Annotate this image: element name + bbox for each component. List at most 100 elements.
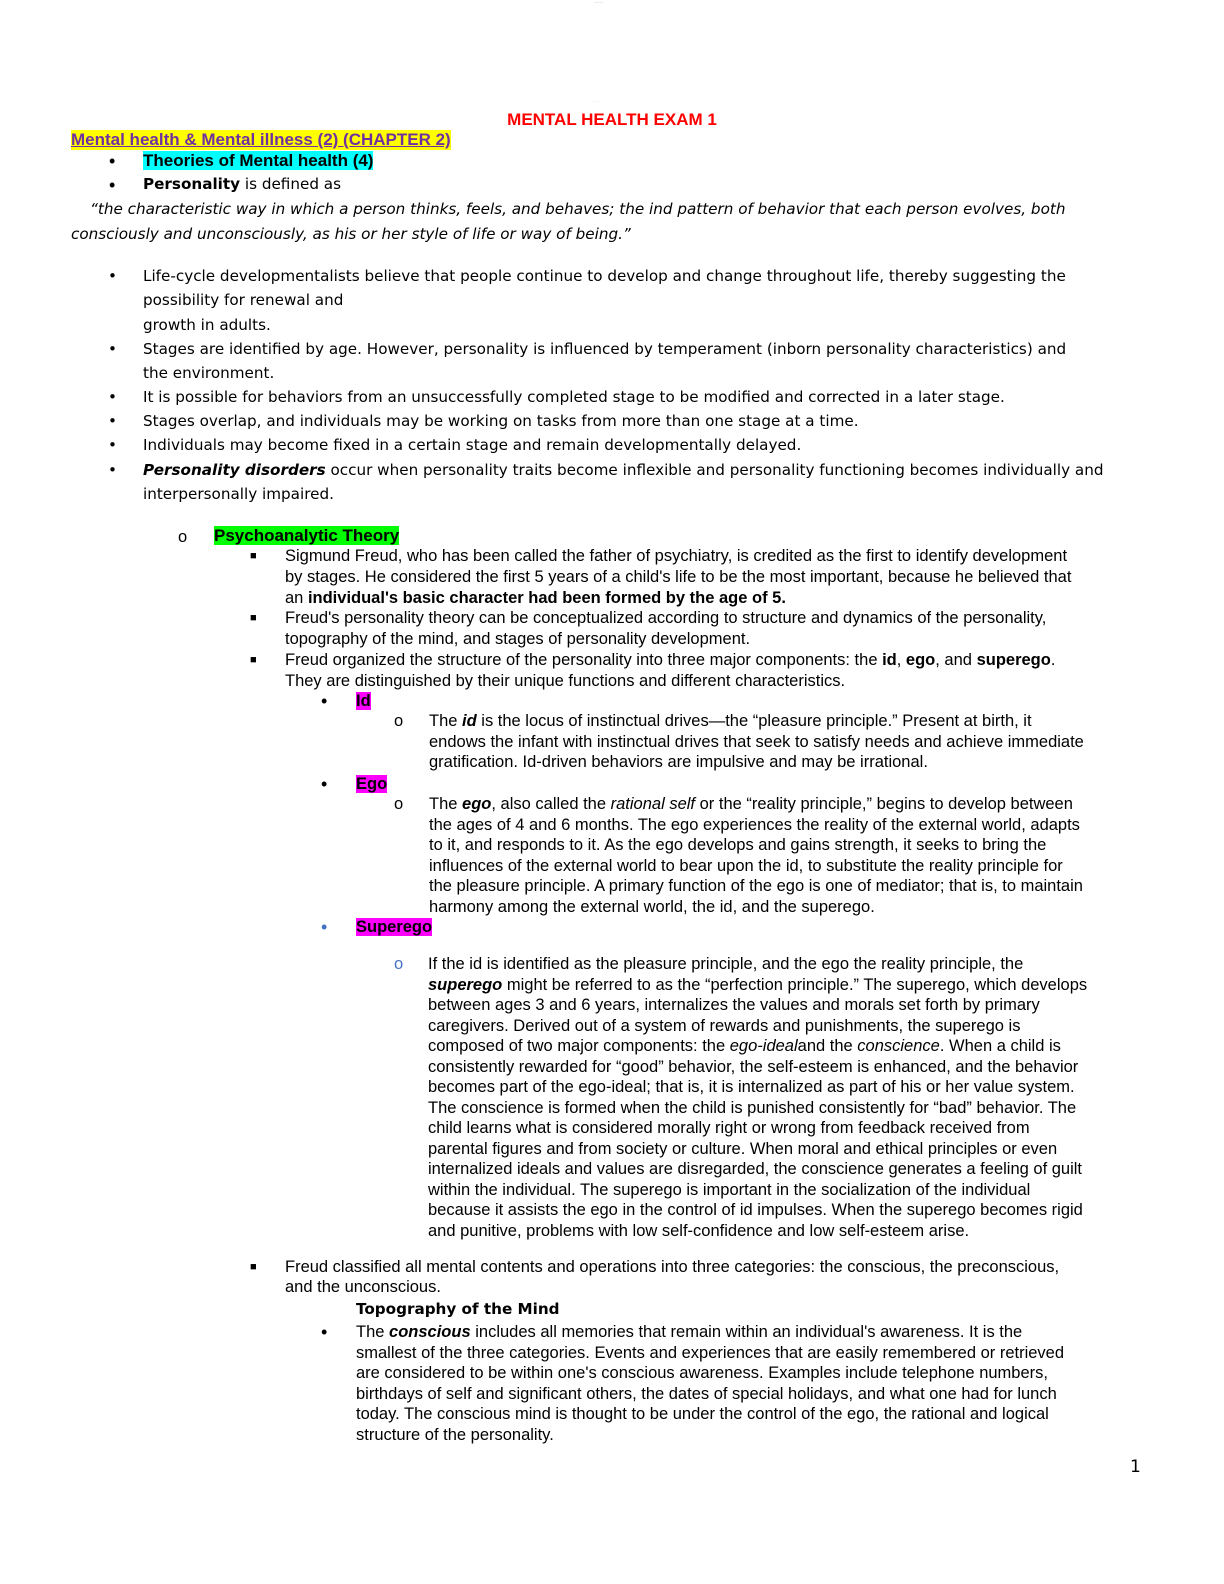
ego-line: harmony among the external world, the id… [429, 898, 875, 916]
superego-line4: caregivers. Derived out of a system of r… [428, 1017, 1021, 1035]
freud3-dot: . [1050, 651, 1056, 669]
superego-line: child learns what is considered morally … [428, 1119, 1030, 1137]
bullet-text: Stages overlap, and individuals may be w… [143, 412, 859, 430]
ego-line1: The ego, also called the rational self o… [429, 794, 1073, 815]
square-bullet: ■ [250, 550, 257, 562]
square-bullet: ■ [250, 612, 257, 624]
bullet-dot: • [109, 151, 116, 171]
conscious-word: conscious [389, 1323, 471, 1341]
psychoanalytic-label: Psychoanalytic Theory [214, 526, 400, 545]
ego-ital: rational self [610, 795, 696, 813]
id-label: Id [356, 692, 371, 710]
superego-heading: Superego [356, 917, 433, 938]
freud1-line2: by stages. He considered the first 5 yea… [285, 568, 1072, 586]
psychoanalytic-heading: Psychoanalytic Theory [214, 526, 400, 547]
bullet-text: possibility for renewal and [143, 291, 344, 309]
freud1-line1: Sigmund Freud, who has been called the f… [285, 547, 1068, 565]
superego-line: consistently rewarded for “good” behavio… [428, 1058, 1079, 1076]
id-pre: The [429, 712, 463, 730]
ego-word: ego [462, 795, 492, 813]
bullet-dot: • [108, 436, 117, 454]
ego-heading: Ego [356, 774, 388, 795]
superego-line: and punitive, problems with low self-con… [428, 1222, 970, 1240]
ego-mid: , also called the [491, 795, 611, 813]
disorders-line-2: interpersonally impaired. [143, 485, 334, 503]
bullet-dot: • [108, 340, 117, 358]
theories-heading: Theories of Mental health (4) [143, 151, 374, 172]
superego-line2: superego might be referred to as the “pe… [428, 975, 1087, 996]
bullet-dot: • [321, 917, 328, 937]
header-mark: ······· [594, 0, 604, 5]
superego-line1: If the id is identified as the pleasure … [428, 955, 1024, 973]
freud1-line3-pre: an [285, 589, 308, 607]
page-number: 1 [1130, 1457, 1141, 1477]
personality-rest: is defined as [240, 175, 342, 193]
freud3-pre: Freud organized the structure of the per… [285, 651, 883, 669]
freud3-superego: superego [976, 651, 1051, 669]
bullet-text: It is possible for behaviors from an uns… [143, 388, 1005, 406]
superego-line5: composed of two major components: the eg… [428, 1036, 1061, 1057]
bullet-text: the environment. [143, 364, 275, 382]
superego-word: superego [428, 976, 503, 994]
bullet-dot: • [108, 412, 117, 430]
conscious-line1: The conscious includes all memories that… [356, 1322, 1022, 1343]
bullet-dot: • [321, 1322, 328, 1342]
bullet-text: growth in adults. [143, 316, 271, 334]
ego-pre: The [429, 795, 463, 813]
conscious-line: birthdays of self and significant others… [356, 1385, 1057, 1403]
superego-l5-i2: conscience [857, 1037, 940, 1055]
circle-bullet: o [394, 955, 404, 973]
bullet-dot: • [321, 774, 328, 794]
conscious-rest: includes all memories that remain within… [470, 1323, 1023, 1341]
freud3-ego: ego [905, 651, 936, 669]
circle-bullet: o [178, 528, 188, 546]
bullet-dot: • [108, 267, 117, 285]
freud3-and: , and [935, 651, 977, 669]
ego-line: the ages of 4 and 6 months. The ego expe… [429, 816, 1080, 834]
bullet-text: Life-cycle developmentalists believe tha… [143, 267, 1066, 285]
square-bullet: ■ [250, 1261, 257, 1273]
freud2-line2: topography of the mind, and stages of pe… [285, 630, 751, 648]
conscious-line: smallest of the three categories. Events… [356, 1344, 1065, 1362]
freud4-line1: Freud classified all mental contents and… [285, 1258, 1060, 1276]
disorders-line-1: Personality disorders occur when persona… [143, 458, 1103, 482]
theories-label: Theories of Mental health (4) [143, 151, 374, 170]
ego-rest: or the “reality principle,” begins to de… [695, 795, 1073, 813]
ego-line: influences of the external world to bear… [429, 857, 1063, 875]
id-heading: Id [356, 691, 371, 712]
id-line1: The id is the locus of instinctual drive… [429, 711, 1032, 732]
freud2-line1: Freud's personality theory can be concep… [285, 609, 1047, 627]
superego-line3: between ages 3 and 6 years, internalizes… [428, 996, 1040, 1014]
freud3-id: id [882, 651, 897, 669]
superego-line: because it assists the ego in the contro… [428, 1201, 1083, 1219]
freud3-comma: , [896, 651, 906, 669]
bullet-dot: • [108, 388, 117, 406]
square-bullet: ■ [250, 654, 257, 666]
superego-line: within the individual. The superego is i… [428, 1181, 1031, 1199]
disorders-rest: occur when personality traits become inf… [325, 461, 1104, 479]
quote-line-2: consciously and unconsciously, as his or… [71, 225, 631, 243]
id-rest: is the locus of instinctual drives—the “… [476, 712, 1032, 730]
superego-line: becomes part of the ego-ideal; that is, … [428, 1078, 1075, 1096]
conscious-line: today. The conscious mind is thought to … [356, 1405, 1049, 1423]
superego-label: Superego [356, 918, 433, 936]
ego-label: Ego [356, 775, 388, 793]
ego-line: the pleasure principle. A primary functi… [429, 877, 1083, 895]
bullet-dot: • [108, 461, 117, 479]
superego-line: parental figures and from society or cul… [428, 1140, 1058, 1158]
superego-l5-mid: and the [797, 1037, 858, 1055]
freud3-line2: They are distinguished by their unique f… [285, 672, 846, 690]
conscious-line: structure of the personality. [356, 1426, 554, 1444]
chapter-heading: Mental health & Mental illness (2) (CHAP… [71, 130, 451, 150]
conscious-pre: The [356, 1323, 390, 1341]
superego-l5-i1: ego-ideal [729, 1037, 798, 1055]
superego-line2-rest: might be referred to as the “perfection … [502, 976, 1088, 994]
circle-bullet: o [394, 712, 404, 730]
ego-line: to it, and responds to it. As the ego de… [429, 836, 1047, 854]
id-word: id [462, 712, 477, 730]
page-title: MENTAL HEALTH EXAM 1 [507, 110, 717, 129]
superego-line: internalized ideals and values are disre… [428, 1160, 1083, 1178]
superego-l5-pre: composed of two major components: the [428, 1037, 730, 1055]
bullet-text: Stages are identified by age. However, p… [143, 340, 1067, 358]
